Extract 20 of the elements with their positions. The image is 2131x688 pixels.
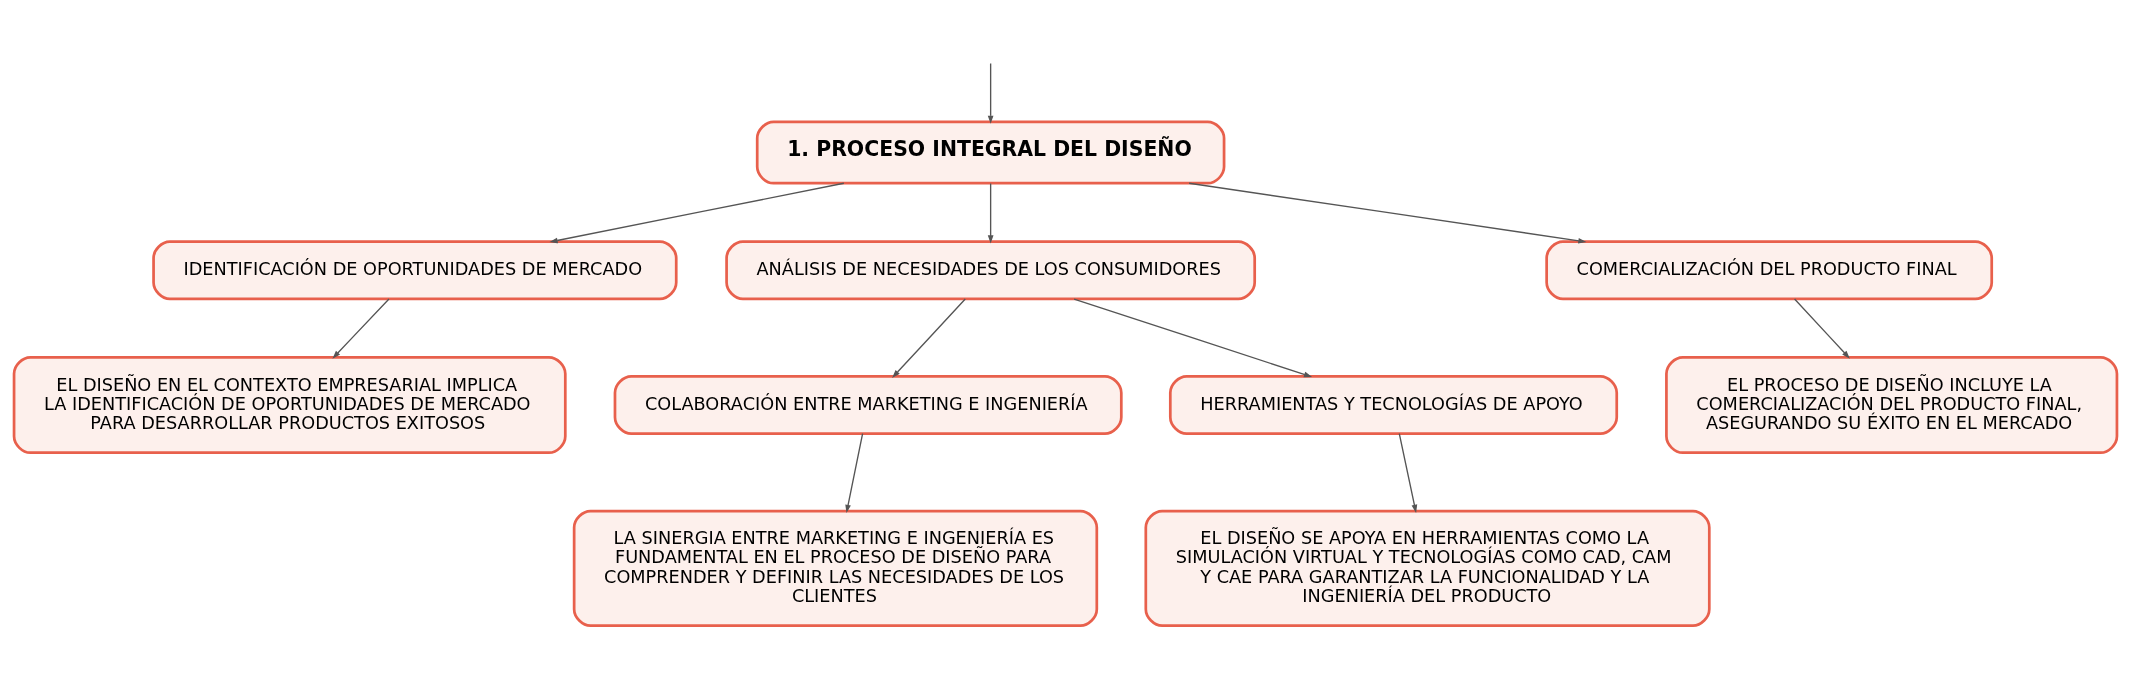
arrow <box>549 182 845 244</box>
node-box: EL DISEÑO SE APOYA EN HERRAMIENTAS COMO LA SIMULACIÓN VIRTUAL Y TECNOLOGÍAS COMO CAD, CAM Y CAE PARA GARANTIZAR LA FUNCIONALIDAD Y LA INGENIERÍA DEL PRODUCTO <box>1144 509 1711 627</box>
node-box: LA SINERGIA ENTRE MARKETING E INGENIERÍA ES FUNDAMENTAL EN EL PROCESO DE DISEÑO PARA COMPRENDER Y DEFINIR LAS NECESIDADES DE LOS CLIENTES <box>572 509 1099 627</box>
node-box: IDENTIFICACIÓN DE OPORTUNIDADES DE MERCADO <box>152 240 678 301</box>
node-box: COLABORACIÓN ENTRE MARKETING E INGENIERÍA <box>613 375 1123 435</box>
arrow <box>1073 298 1313 378</box>
node-box: ANÁLISIS DE NECESIDADES DE LOS CONSUMIDORES <box>725 240 1257 301</box>
arrow <box>892 298 966 378</box>
node-box: EL PROCESO DE DISEÑO INCLUYE LA COMERCIALIZACIÓN DEL PRODUCTO FINAL, ASEGURANDO SU ÉXITO EN EL MERCADO <box>1665 356 2119 455</box>
arrow <box>1793 298 1850 359</box>
node-box: 1. PROCESO INTEGRAL DEL DISEÑO <box>755 120 1226 185</box>
node-box: EL DISEÑO EN EL CONTEXTO EMPRESARIAL IMPLICA LA IDENTIFICACIÓN DE OPORTUNIDADES DE MERCADO PARA DESARROLLAR PRODUCTOS EXITOSOS <box>12 356 567 455</box>
arrow <box>1188 182 1587 244</box>
arrow <box>332 298 390 359</box>
node-box: COMERCIALIZACIÓN DEL PRODUCTO FINAL <box>1545 240 1994 301</box>
arrow <box>845 433 864 513</box>
arrow <box>1398 433 1418 513</box>
arrow <box>987 182 994 244</box>
arrow <box>987 62 994 124</box>
node-box: HERRAMIENTAS Y TECNOLOGÍAS DE APOYO <box>1168 375 1619 435</box>
